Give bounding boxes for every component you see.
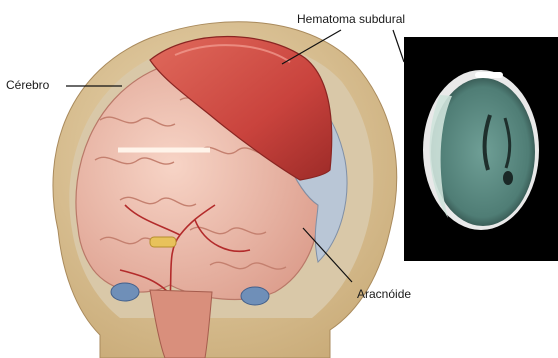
label-brain: Cérebro (6, 78, 49, 92)
leader-ct (393, 30, 404, 62)
label-arachnoid: Aracnóide (357, 287, 411, 301)
label-subdural-hematoma: Hematoma subdural (297, 12, 405, 26)
